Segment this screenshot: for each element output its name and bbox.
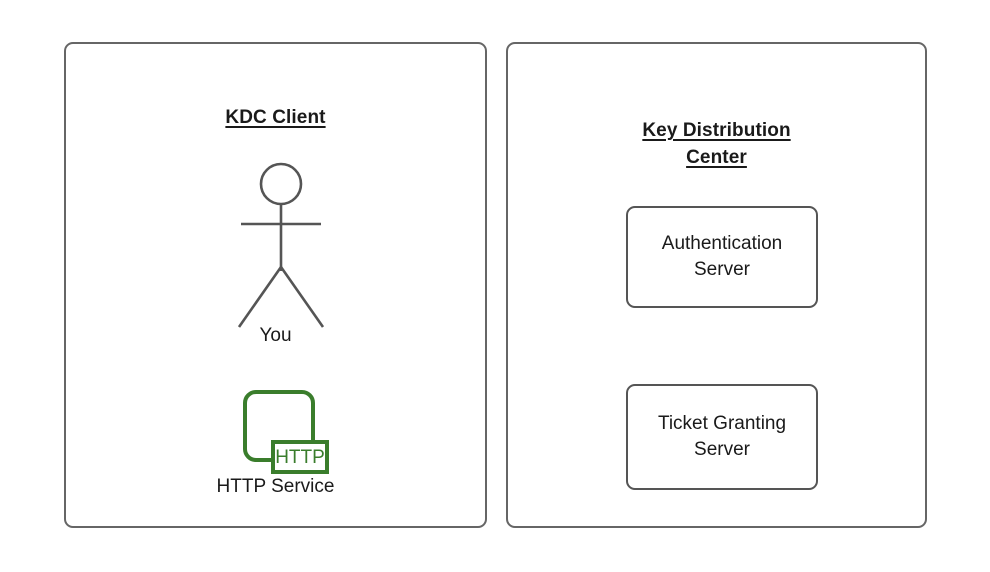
panel-title-kdc-client-line-1: KDC Client (225, 107, 326, 128)
http-badge-text: HTTP (275, 447, 325, 468)
actor-label-you: You (259, 325, 292, 346)
node-authentication-server-label: Authentication Server (662, 231, 782, 283)
panel-title-key-distribution-center: Key Distribution Center (508, 117, 925, 171)
node-authentication-server-line-2: Server (694, 259, 750, 280)
panel-title-kdc-client: KDC Client (66, 104, 485, 131)
panel-title-kdc-line-1: Key Distribution (642, 120, 791, 141)
node-ticket-granting-server-label: Ticket Granting Server (658, 411, 786, 463)
service-label-http: HTTP Service (216, 476, 335, 497)
panel-kdc-client: KDC Client You HTTP HTTP Service (64, 42, 487, 528)
panel-key-distribution-center: Key Distribution Center Authentication S… (506, 42, 927, 528)
stick-figure-icon (226, 159, 336, 339)
node-ticket-granting-server-line-2: Server (694, 439, 750, 460)
http-service-icon: HTTP (235, 384, 331, 480)
node-authentication-server-line-1: Authentication (661, 233, 783, 254)
panel-title-kdc-line-2: Center (686, 147, 747, 168)
node-authentication-server: Authentication Server (626, 206, 818, 308)
node-ticket-granting-server: Ticket Granting Server (626, 384, 818, 490)
node-ticket-granting-server-line-1: Ticket Granting (657, 413, 787, 434)
